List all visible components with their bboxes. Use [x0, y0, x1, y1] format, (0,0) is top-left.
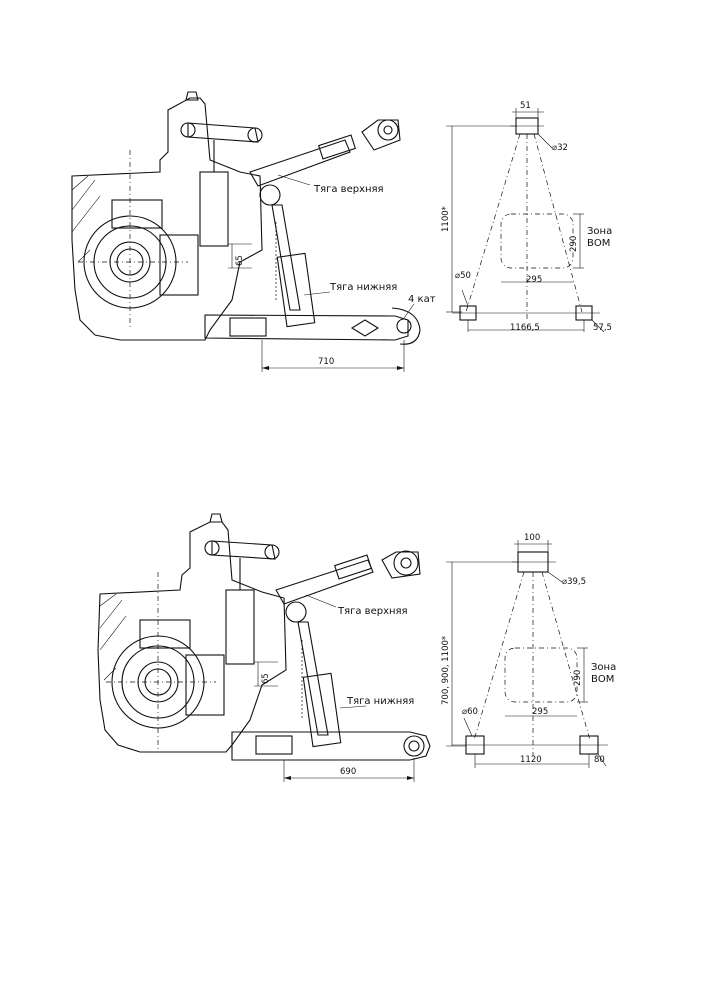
top-upper-link	[249, 139, 351, 187]
bottom-figure: Тяга верхняя Тяга нижняя 65 690	[97, 513, 616, 782]
bottom-lower-link-label: Тяга нижняя	[346, 696, 414, 707]
top-upper-link-eye	[377, 119, 399, 141]
bottom-upper-link-eye-pin	[400, 557, 412, 569]
top-cap	[185, 91, 199, 101]
top-dim-lower-pin: ⌀50	[455, 271, 471, 281]
bottom-pto-zone	[504, 647, 578, 703]
top-pin-leader	[537, 133, 553, 149]
top-link-pivot	[259, 184, 281, 206]
top-upper-label-leader	[277, 174, 311, 186]
top-upper-link-sleeve	[317, 134, 357, 160]
top-dim-295: 295	[526, 275, 542, 285]
top-lower-link-label: Тяга нижняя	[329, 282, 397, 293]
bottom-front-right-tie	[541, 571, 591, 741]
bottom-lower-label-leader	[339, 705, 367, 709]
bottom-upper-link-sleeve	[333, 554, 373, 580]
top-upper-link-label: Тяга верхняя	[313, 184, 384, 195]
top-category-leader	[403, 303, 415, 319]
bottom-dim-pin: ⌀39,5	[562, 577, 586, 587]
top-rocker-arm	[187, 122, 259, 143]
top-category-label: 4 кат	[408, 294, 436, 305]
bottom-housing-hatch	[99, 593, 127, 681]
bottom-side-block	[185, 654, 225, 716]
bottom-dim-100: 100	[524, 533, 540, 543]
bottom-dim-spread: 1120	[520, 755, 542, 765]
top-lower-pin-leader	[461, 289, 469, 307]
top-front-left-tie	[465, 133, 521, 313]
top-housing-hatch	[71, 175, 101, 263]
top-dim-710: 710	[318, 357, 334, 367]
top-dim-65: 65	[235, 255, 245, 266]
bottom-lower-link-block	[255, 735, 293, 755]
top-lower-link-block	[229, 317, 267, 337]
bottom-lower-pin-leader	[463, 717, 473, 737]
top-side-view: Тяга верхняя Тяга нижняя 4 кат 65 710	[71, 91, 436, 372]
bottom-upper-label-leader	[305, 594, 337, 608]
bottom-upper-link-label: Тяга верхняя	[337, 606, 408, 617]
bottom-cap	[209, 513, 223, 523]
bottom-dim-lower-pin: ⌀60	[462, 707, 478, 717]
top-lower-link-marker	[350, 319, 380, 337]
bottom-pin-leader	[547, 571, 563, 583]
bottom-lower-link-eye	[403, 735, 425, 757]
bottom-upper-link-eye	[393, 550, 419, 576]
top-lift-rod-sleeve	[276, 252, 316, 328]
bottom-dim-height: 700, 900, 1100*	[441, 636, 451, 705]
top-housing-outline	[71, 97, 263, 341]
bottom-gear-block	[139, 619, 191, 649]
top-zone-label-1: Зона	[587, 226, 612, 237]
top-upper-link-hook	[361, 119, 401, 151]
bottom-dim-65: 65	[261, 673, 271, 684]
top-figure: Тяга верхняя Тяга нижняя 4 кат 65 710	[71, 91, 612, 372]
bottom-upper-link-hook	[381, 551, 421, 579]
top-gear-block	[111, 199, 163, 229]
bottom-dim-690: 690	[340, 767, 356, 777]
bottom-lift-rod-sleeve	[302, 672, 342, 748]
top-dim-height: 1100*	[441, 206, 451, 232]
top-dim-pin: ⌀32	[552, 143, 568, 153]
bottom-upper-link	[275, 559, 374, 605]
bottom-front-left-tie	[473, 571, 525, 741]
top-lower-hook	[391, 307, 421, 345]
bottom-zone-label-2: ВОМ	[591, 674, 614, 685]
top-ball-leader	[591, 319, 605, 333]
top-lower-hook-eye	[396, 318, 412, 334]
top-lift-rod	[271, 204, 301, 311]
bottom-side-view: Тяга верхняя Тяга нижняя 65 690	[97, 513, 431, 782]
top-lower-link	[204, 314, 409, 341]
top-side-block	[159, 234, 199, 296]
top-lift-cylinder	[199, 171, 229, 247]
top-dim-290: 290	[569, 236, 579, 252]
top-lower-label-leader	[303, 291, 331, 296]
top-dim-spread: 1166,5	[510, 323, 540, 333]
bottom-front-view: 100 ⌀39,5 700, 900, 1100* Зона ВОМ 290 2…	[441, 533, 616, 768]
top-pto-zone	[500, 213, 574, 269]
top-dim-ball: 57,5	[593, 323, 612, 333]
bottom-housing-outline	[97, 521, 287, 753]
bottom-lift-rod	[297, 621, 329, 736]
bottom-lift-cylinder	[225, 589, 255, 665]
top-front-right-tie	[533, 133, 583, 313]
bottom-link-pivot	[285, 601, 307, 623]
bottom-dim-295: 295	[532, 707, 548, 717]
bottom-lower-link-eye-pin	[408, 740, 420, 752]
top-upper-link-eye-pin	[383, 125, 393, 135]
top-zone-label-2: ВОМ	[587, 238, 610, 249]
bottom-ball-leader	[597, 753, 607, 767]
bottom-rocker-arm	[211, 540, 276, 560]
bottom-zone-label-1: Зона	[591, 662, 616, 673]
top-dim-51: 51	[520, 101, 531, 111]
bottom-dim-ball: 80	[594, 755, 605, 765]
top-front-view: 51 ⌀32 1100* Зона ВОМ 290 295 ⌀50 1166,5…	[441, 101, 612, 333]
bottom-lower-link	[231, 731, 431, 761]
bottom-dim-290: 290	[573, 670, 583, 686]
